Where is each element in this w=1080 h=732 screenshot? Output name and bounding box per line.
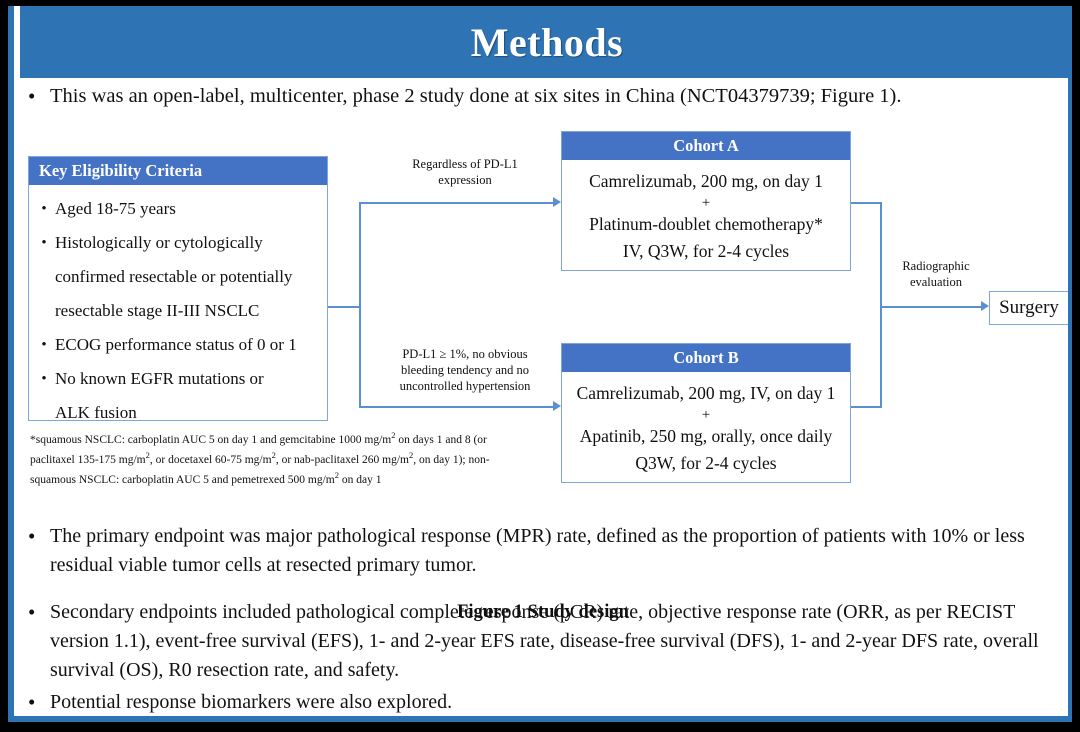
list-item-continuation: confirmed resectable or potentially	[33, 261, 321, 293]
eligibility-item-text: ECOG performance status of 0 or 1	[55, 335, 297, 354]
bullet-marker-icon: •	[41, 371, 47, 387]
footnote-superscript: 2	[271, 449, 276, 460]
lead-bullet-text: This was an open-label, multicenter, pha…	[50, 85, 902, 107]
eligibility-header: Key Eligibility Criteria	[29, 157, 327, 185]
label-pdl1-threshold: PD-L1 ≥ 1%, no obvious bleeding tendency…	[370, 346, 560, 394]
figure-footnote: *squamous NSCLC: carboplatin AUC 5 on da…	[30, 428, 555, 487]
cohort-b-plus: +	[701, 407, 711, 423]
eligibility-criteria-box: Key Eligibility Criteria • Aged 18-75 ye…	[28, 156, 328, 422]
label-line: Radiographic	[902, 259, 970, 273]
arrow-into-cohort-a-icon	[553, 197, 561, 207]
footnote-superscript: 2	[408, 449, 414, 460]
eligibility-item-text: confirmed resectable or potentially	[55, 267, 293, 286]
label-line: uncontrolled hypertension	[399, 379, 531, 393]
bullet-marker-icon: •	[28, 690, 36, 714]
cohort-b-box: Cohort B Camrelizumab, 200 mg, IV, on da…	[561, 343, 851, 483]
footnote-line-3: squamous NSCLC: carboplatin AUC 5 and pe…	[30, 468, 555, 488]
cohort-b-line-1: Camrelizumab, 200 mg, IV, on day 1	[576, 383, 836, 403]
bullet-secondary-endpoints: • Secondary endpoints included pathologi…	[28, 598, 1063, 685]
study-design-figure: Key Eligibility Criteria • Aged 18-75 ye…	[14, 118, 1068, 622]
cohort-a-line-1: Camrelizumab, 200 mg, on day 1	[589, 171, 823, 191]
slide-canvas: Methods • This was an open-label, multic…	[8, 6, 1072, 722]
eligibility-item-text: Histologically or cytologically	[55, 233, 263, 252]
footnote-superscript: 2	[391, 430, 396, 440]
cohort-a-plus: +	[701, 195, 711, 211]
list-item-continuation: resectable stage II-III NSCLC	[33, 295, 321, 327]
footnote-text: on days 1 and 8 (or	[395, 433, 487, 446]
cohort-a-box: Cohort A Camrelizumab, 200 mg, on day 1 …	[561, 131, 851, 271]
connector-line-vertical-merge	[880, 202, 882, 408]
footnote-superscript: 2	[334, 469, 339, 480]
connector-line-to-surgery	[880, 306, 983, 308]
footnote-text: paclitaxel 135-175 mg/m	[30, 453, 146, 466]
eligibility-item-text: No known EGFR mutations or	[55, 369, 264, 388]
footnote-line-1: *squamous NSCLC: carboplatin AUC 5 on da…	[30, 428, 555, 448]
label-radiographic-evaluation: Radiographic evaluation	[886, 258, 986, 290]
list-item: • Histologically or cytologically	[33, 227, 321, 259]
bullet-marker-icon: •	[41, 201, 47, 217]
connector-line-cohort-a-out	[851, 202, 882, 204]
connector-line-to-cohort-a	[359, 202, 555, 204]
slide-title: Methods	[470, 19, 624, 65]
bullet-text: Potential response biomarkers were also …	[50, 691, 453, 713]
slide-title-bar: Methods	[20, 6, 1068, 78]
bullet-marker-icon: •	[41, 337, 47, 353]
lead-bullet: • This was an open-label, multicenter, p…	[28, 82, 1068, 111]
surgery-label: Surgery	[999, 297, 1059, 318]
label-regardless-pdl1: Regardless of PD-L1 expression	[370, 156, 560, 188]
label-line: bleeding tendency and no	[400, 363, 530, 377]
eligibility-item-text: Aged 18-75 years	[55, 199, 176, 218]
bullet-marker-icon: •	[28, 84, 36, 108]
cohort-a-body: Camrelizumab, 200 mg, on day 1 + Platinu…	[562, 160, 850, 265]
cohort-b-header: Cohort B	[562, 344, 850, 372]
footnote-text: squamous NSCLC: carboplatin AUC 5 and pe…	[30, 473, 335, 486]
cohort-a-line-3: IV, Q3W, for 2-4 cycles	[622, 241, 790, 261]
list-item-continuation: ALK fusion	[33, 397, 321, 429]
bullet-marker-icon: •	[28, 524, 36, 548]
cohort-b-line-3: Q3W, for 2-4 cycles	[635, 453, 777, 473]
bullet-marker-icon: •	[28, 600, 36, 624]
label-line: evaluation	[909, 275, 963, 289]
eligibility-list: • Aged 18-75 years • Histologically or c…	[29, 185, 327, 435]
bullet-biomarkers: • Potential response biomarkers were als…	[28, 688, 1063, 716]
footnote-text: on day 1	[338, 473, 382, 486]
cohort-b-body: Camrelizumab, 200 mg, IV, on day 1 + Apa…	[562, 372, 850, 477]
footnote-text: , or docetaxel 60-75 mg/m	[149, 453, 272, 466]
bullet-text: Secondary endpoints included pathologica…	[50, 601, 1039, 681]
footnote-superscript: 2	[145, 449, 150, 460]
connector-line-vertical-split	[359, 202, 361, 408]
list-item: • Aged 18-75 years	[33, 193, 321, 225]
surgery-box: Surgery	[989, 291, 1068, 325]
cohort-a-header: Cohort A	[562, 132, 850, 160]
bullet-text: The primary endpoint was major pathologi…	[50, 525, 1025, 576]
connector-line-to-cohort-b	[359, 406, 555, 408]
bullet-primary-endpoint: • The primary endpoint was major patholo…	[28, 522, 1063, 580]
footnote-text: , on day 1); non-	[413, 453, 490, 466]
cohort-a-line-2: Platinum-doublet chemotherapy*	[589, 214, 823, 234]
list-item: • ECOG performance status of 0 or 1	[33, 329, 321, 361]
connector-line-cohort-b-out	[851, 406, 882, 408]
arrow-into-cohort-b-icon	[553, 401, 561, 411]
arrow-into-surgery-icon	[981, 301, 989, 311]
cohort-b-line-2: Apatinib, 250 mg, orally, once daily	[579, 426, 833, 446]
list-item: • No known EGFR mutations or	[33, 363, 321, 395]
figure-caption: Figure 1 Study design	[457, 602, 629, 622]
footnote-text: , or nab-paclitaxel 260 mg/m	[275, 453, 409, 466]
connector-line-elig-to-split	[328, 306, 361, 308]
label-line: Regardless of PD-L1	[412, 157, 518, 171]
footnote-line-2: paclitaxel 135-175 mg/m2, or docetaxel 6…	[30, 448, 555, 468]
eligibility-item-text: ALK fusion	[55, 403, 137, 422]
footnote-text: *squamous NSCLC: carboplatin AUC 5 on da…	[30, 433, 392, 446]
label-line: PD-L1 ≥ 1%, no obvious	[402, 347, 528, 361]
bullet-marker-icon: •	[41, 235, 47, 251]
eligibility-item-text: resectable stage II-III NSCLC	[55, 301, 260, 320]
label-line: expression	[438, 173, 492, 187]
